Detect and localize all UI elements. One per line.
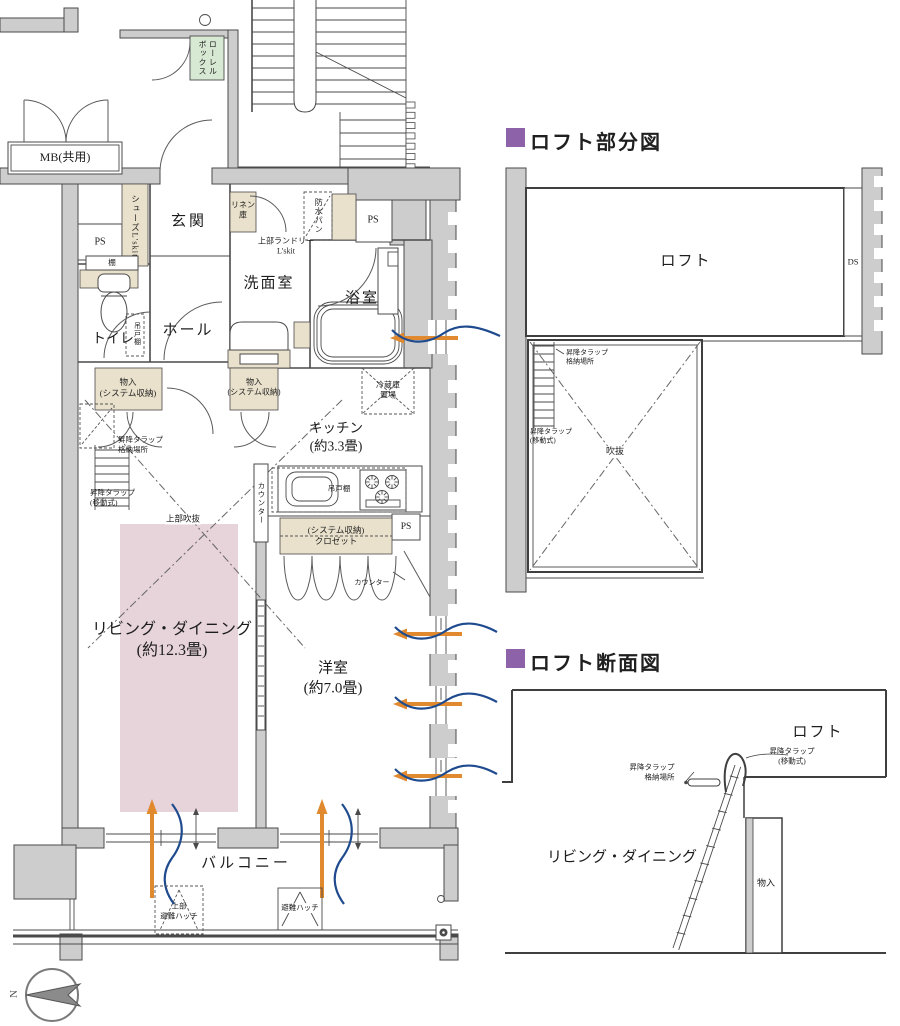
label-linen-cabinet: リネン 庫: [231, 200, 255, 220]
label-entrance: 玄関: [170, 213, 208, 230]
label-hanging-cabinet: 吊戸棚: [133, 322, 142, 346]
label-hanging-cabinet-kitchen: 吊戸棚: [327, 484, 351, 494]
label-laurel-box: ローレル ボックス: [198, 40, 218, 76]
label-washer-pan: 防水パン: [314, 198, 324, 234]
label-trap-movable-loft: 昇降タラップ (移動式): [530, 427, 572, 445]
escape-hatch-upper: [154, 885, 204, 935]
label-ps-2: PS: [367, 214, 379, 226]
label-living-dining: リビング・ダイニング (約12.3畳): [91, 621, 253, 659]
sliding-door-divider: [256, 599, 266, 731]
loft-section-diagram: [502, 689, 887, 954]
bottom-windows: [106, 830, 378, 846]
shoes-cabinet: [121, 183, 149, 267]
label-upper-laundry: 上部ランドリー L'skit: [258, 236, 314, 256]
laurel-box: [151, 35, 225, 81]
hall-doors: [163, 301, 223, 435]
ps-boxes: [77, 199, 421, 541]
loft-plan-title-square: [506, 128, 525, 147]
loft-plan-title: ロフト部分図: [530, 132, 662, 154]
vanity: [227, 321, 311, 369]
label-hall: ホール: [162, 322, 214, 339]
label-trap-storage-section: 昇降タラップ 格納場所: [629, 762, 675, 781]
label-counter-kitchen: カウンター: [256, 481, 266, 525]
label-section-loft: ロフト: [792, 724, 844, 741]
label-balcony: バルコニー: [201, 855, 291, 872]
label-shoes-cabinet: シューズL'skit: [130, 194, 141, 258]
vent-windows-right: [393, 616, 498, 796]
loft-ladder-main: [79, 403, 130, 510]
mailbox: [7, 99, 123, 175]
label-trap-storage-loft: 昇降タラップ 格納場所: [566, 348, 608, 366]
washroom-door: [249, 195, 287, 233]
toilet: [79, 255, 151, 359]
label-western-room: 洋室 (約7.0畳): [303, 660, 363, 697]
closet: [279, 517, 431, 601]
label-trap-movable-main: 昇降タラップ (移動式): [90, 487, 135, 507]
loft-plan-diagram: [505, 167, 883, 593]
label-kitchen: キッチン (約3.3畳): [309, 420, 363, 453]
vent-bath: [390, 320, 501, 354]
label-mb: MB(共用): [39, 150, 91, 165]
stairwell: [199, 0, 430, 171]
label-fridge: 冷蔵庫 置場: [376, 380, 400, 400]
label-storage-1: 物入 (システム収納): [99, 376, 157, 398]
label-ps-3: PS: [400, 521, 412, 532]
kitchen-counter: [253, 463, 423, 543]
label-section-storage: 物入: [756, 878, 776, 889]
washer-pan: [303, 191, 357, 241]
linen-cabinet: [229, 191, 257, 233]
label-washroom: 洗面室: [243, 275, 295, 292]
vent-bottom: [146, 799, 361, 905]
loft-section-title: ロフト断面図: [530, 653, 662, 675]
label-loft-plan-loft: ロフト: [660, 253, 712, 270]
label-ds: DS: [847, 256, 859, 267]
label-trap-movable-section: 昇降タラップ (移動式): [769, 746, 815, 765]
label-counter-small: カウンター: [354, 578, 390, 587]
loft-section-title-square: [506, 649, 525, 668]
label-shelf: 棚: [108, 258, 116, 268]
fridge-space: [361, 367, 415, 415]
label-escape-hatch: 避難ハッチ: [280, 903, 320, 913]
label-storage-2: 物入 (システム収納): [227, 377, 281, 397]
label-toilet: トイレ: [92, 331, 134, 347]
compass-icon: [25, 968, 82, 1022]
label-section-living: リビング・ダイニング: [546, 849, 698, 866]
label-void: 吹抜: [604, 446, 626, 458]
label-north: N: [7, 990, 20, 998]
label-trap-storage-main: 昇降タラップ 格納場所: [118, 434, 163, 454]
label-escape-hatch-upper: 上部 避難ハッチ: [160, 901, 198, 920]
entrance-door: [159, 119, 213, 173]
storage-units: [94, 367, 279, 448]
balcony: [13, 844, 459, 961]
label-bathroom: 浴室: [344, 290, 380, 307]
label-upper-void: 上部吹抜: [164, 513, 202, 525]
label-closet: (システム収納) クロゼット: [307, 524, 365, 546]
living-dining-area: [84, 399, 343, 812]
label-ps-1: PS: [94, 236, 106, 248]
